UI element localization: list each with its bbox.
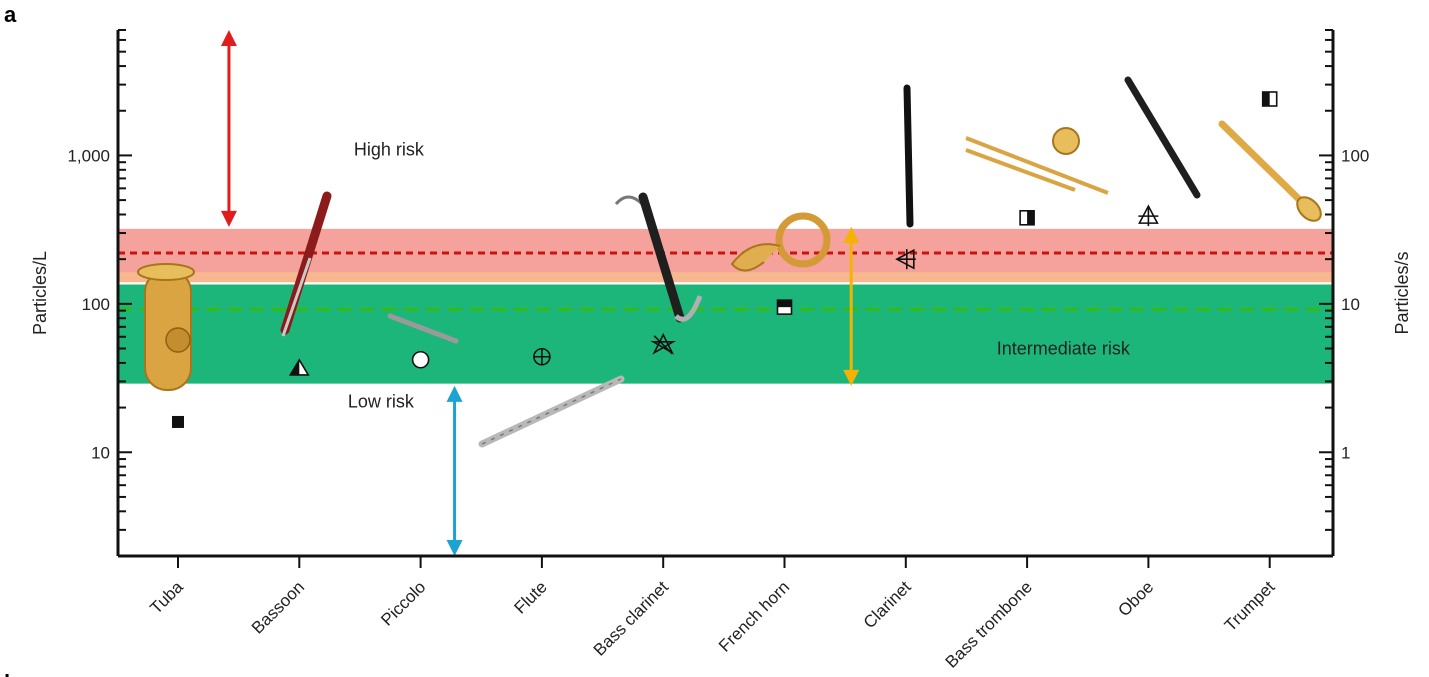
panel-label-b: b xyxy=(4,670,17,677)
risk-bands xyxy=(118,228,1333,384)
bassoon-illustration xyxy=(280,191,332,337)
marker-circle xyxy=(411,350,430,369)
category-label: Bass trombone xyxy=(942,577,1036,671)
y2-tick-label: 10 xyxy=(1341,295,1360,314)
y-tick-label: 100 xyxy=(82,295,110,314)
data-point-bass-clarinet xyxy=(650,332,677,355)
flute-illustration xyxy=(478,375,625,448)
data-markers xyxy=(172,91,1278,428)
marker-cross xyxy=(653,335,673,355)
risk-annotation-1: Intermediate risk xyxy=(997,339,1131,359)
tuba-illustration xyxy=(137,263,195,391)
data-point-tuba xyxy=(172,415,184,428)
high-risk-arrow-head-bottom xyxy=(220,210,237,227)
low-risk-arrow-head-bottom xyxy=(446,540,463,556)
marker-square-fill xyxy=(1262,91,1270,106)
category-label: Trumpet xyxy=(1221,577,1279,635)
ticks xyxy=(118,29,1333,568)
category-label: Bassoon xyxy=(248,577,308,637)
y-tick-label: 1,000 xyxy=(67,146,110,165)
axes xyxy=(116,30,1335,558)
data-point-bassoon xyxy=(288,358,310,376)
piccolo-illustration xyxy=(387,313,459,344)
threshold-lines xyxy=(118,251,1333,311)
instrument-illustrations xyxy=(137,76,1322,448)
marker-triangle-fill xyxy=(290,359,300,375)
band-low xyxy=(118,284,1333,384)
low-risk-arrow-head-top xyxy=(446,385,463,402)
data-point-french-horn xyxy=(776,299,793,315)
risk-annotation-2: Low risk xyxy=(348,391,415,411)
data-point-oboe xyxy=(1138,204,1159,227)
bass-clarinet-illustration xyxy=(614,192,703,323)
oboe-illustration xyxy=(1124,76,1201,199)
high-risk-arrow-head-top xyxy=(220,30,237,46)
marker-square-filled xyxy=(172,415,184,428)
clarinet-illustration xyxy=(903,84,914,228)
bass-trombone-illustration xyxy=(965,127,1109,195)
marker-square-fill xyxy=(1027,210,1035,225)
data-point-piccolo xyxy=(411,350,430,369)
band-high-lower-edge xyxy=(118,272,1333,283)
risk-arrows xyxy=(220,30,860,556)
data-point-flute xyxy=(533,347,551,366)
panel-label-a: a xyxy=(4,2,17,27)
category-label: Oboe xyxy=(1114,577,1157,620)
marker-square-fill xyxy=(777,300,792,308)
category-label: French horn xyxy=(715,577,793,655)
category-label: Piccolo xyxy=(377,577,429,629)
data-point-clarinet xyxy=(895,248,916,270)
category-label: Bass clarinet xyxy=(590,577,672,659)
y-tick-label: 10 xyxy=(91,443,110,462)
y2-axis-title: Particles/s xyxy=(1392,251,1412,334)
category-label: Clarinet xyxy=(860,577,915,632)
marker-star xyxy=(650,332,677,355)
french-horn-illustration xyxy=(730,212,831,272)
intermediate-risk-arrow-head-top xyxy=(843,226,860,243)
y2-tick-label: 100 xyxy=(1341,146,1369,165)
y2-tick-label: 1 xyxy=(1341,443,1350,462)
risk-annotation-0: High risk xyxy=(354,139,425,159)
y-axis-title: Particles/L xyxy=(30,251,50,335)
trumpet-illustration xyxy=(1218,120,1322,222)
category-label: Flute xyxy=(511,577,551,617)
data-point-trumpet xyxy=(1261,91,1278,107)
intermediate-risk-arrow-head-bottom xyxy=(843,369,860,386)
category-label: Tuba xyxy=(146,577,187,618)
data-point-bass-trombone xyxy=(1019,209,1035,226)
